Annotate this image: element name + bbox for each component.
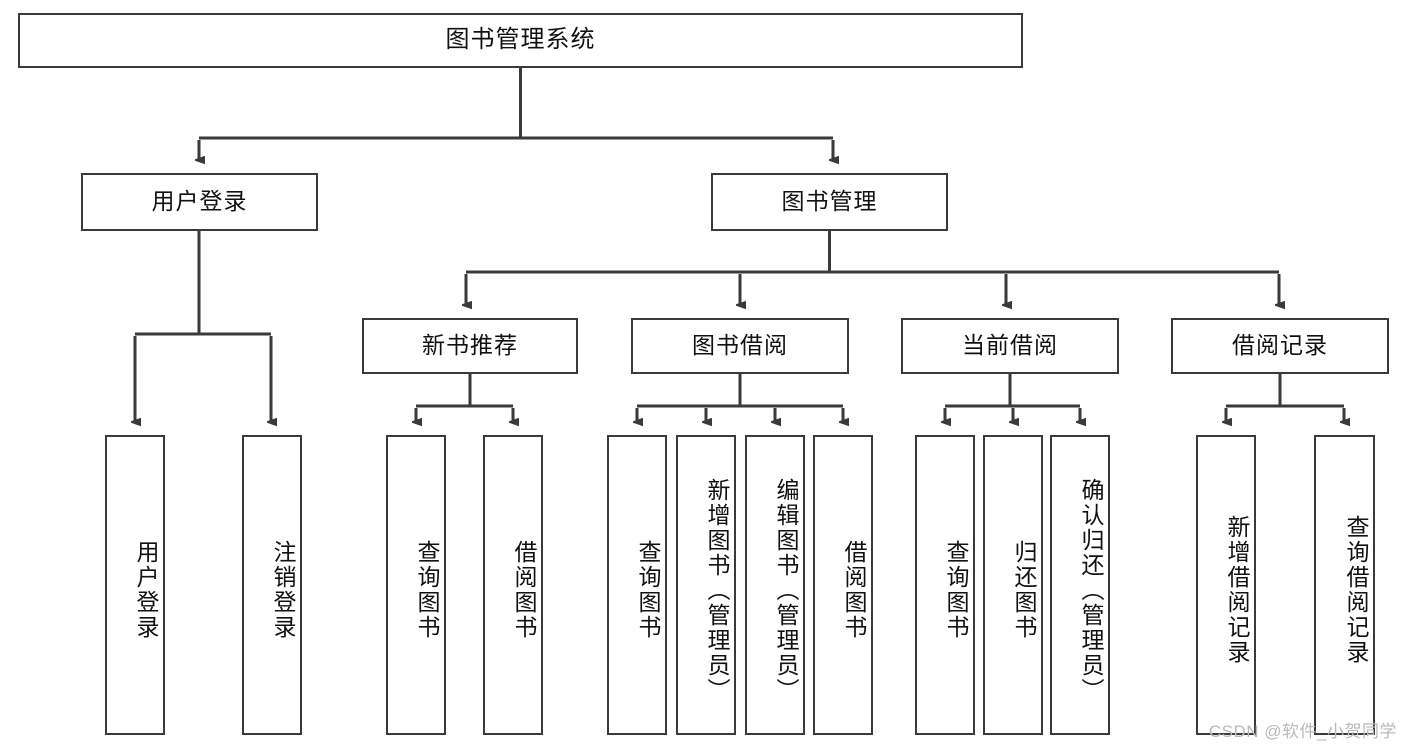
node-label: 用户登录 (151, 188, 248, 215)
node-leaf-confirm-return[interactable]: 确认归还（管理员） (1050, 435, 1110, 735)
node-leaf-borrow-book-2[interactable]: 借阅图书 (813, 435, 873, 735)
node-book-borrow[interactable]: 图书借阅 (631, 318, 849, 374)
node-leaf-query-borrow-record[interactable]: 查询借阅记录 (1314, 435, 1375, 735)
node-label: 注销登录 (270, 540, 296, 640)
node-leaf-query-book-3[interactable]: 查询图书 (915, 435, 975, 735)
node-leaf-user-login[interactable]: 用户登录 (105, 435, 165, 735)
node-label: 新书推荐 (422, 332, 518, 359)
node-book-manage[interactable]: 图书管理 (711, 173, 948, 231)
node-label: 编辑图书（管理员） (773, 477, 799, 703)
node-leaf-return-book[interactable]: 归还图书 (983, 435, 1043, 735)
node-label: 用户登录 (133, 540, 159, 640)
node-leaf-add-borrow-record[interactable]: 新增借阅记录 (1196, 435, 1256, 735)
node-label: 图书管理系统 (445, 26, 596, 54)
node-borrow-record[interactable]: 借阅记录 (1171, 318, 1389, 374)
node-label: 借阅图书 (511, 540, 537, 640)
node-root[interactable]: 图书管理系统 (18, 13, 1023, 68)
node-label: 查询图书 (943, 540, 969, 640)
node-label: 查询图书 (414, 540, 440, 640)
node-new-book-recommend[interactable]: 新书推荐 (362, 318, 578, 374)
node-leaf-edit-book[interactable]: 编辑图书（管理员） (745, 435, 805, 735)
node-leaf-user-logout[interactable]: 注销登录 (242, 435, 302, 735)
node-label: 查询借阅记录 (1343, 515, 1369, 665)
node-label: 新增借阅记录 (1224, 515, 1250, 665)
node-label: 查询图书 (635, 540, 661, 640)
node-label: 借阅图书 (841, 540, 867, 640)
node-user-login[interactable]: 用户登录 (81, 173, 318, 231)
node-label: 新增图书（管理员） (704, 477, 730, 703)
node-leaf-add-book[interactable]: 新增图书（管理员） (676, 435, 736, 735)
node-label: 图书管理 (781, 188, 878, 215)
node-label: 图书借阅 (692, 332, 788, 359)
node-label: 归还图书 (1011, 540, 1037, 640)
node-label: 当前借阅 (962, 332, 1058, 359)
node-label: 确认归还（管理员） (1078, 477, 1104, 703)
node-leaf-query-book-1[interactable]: 查询图书 (386, 435, 446, 735)
node-current-borrow[interactable]: 当前借阅 (901, 318, 1119, 374)
node-leaf-query-book-2[interactable]: 查询图书 (607, 435, 667, 735)
watermark-text: CSDN @软件_小贺同学 (1208, 722, 1397, 741)
node-label: 借阅记录 (1232, 332, 1328, 359)
node-leaf-borrow-book-1[interactable]: 借阅图书 (483, 435, 543, 735)
